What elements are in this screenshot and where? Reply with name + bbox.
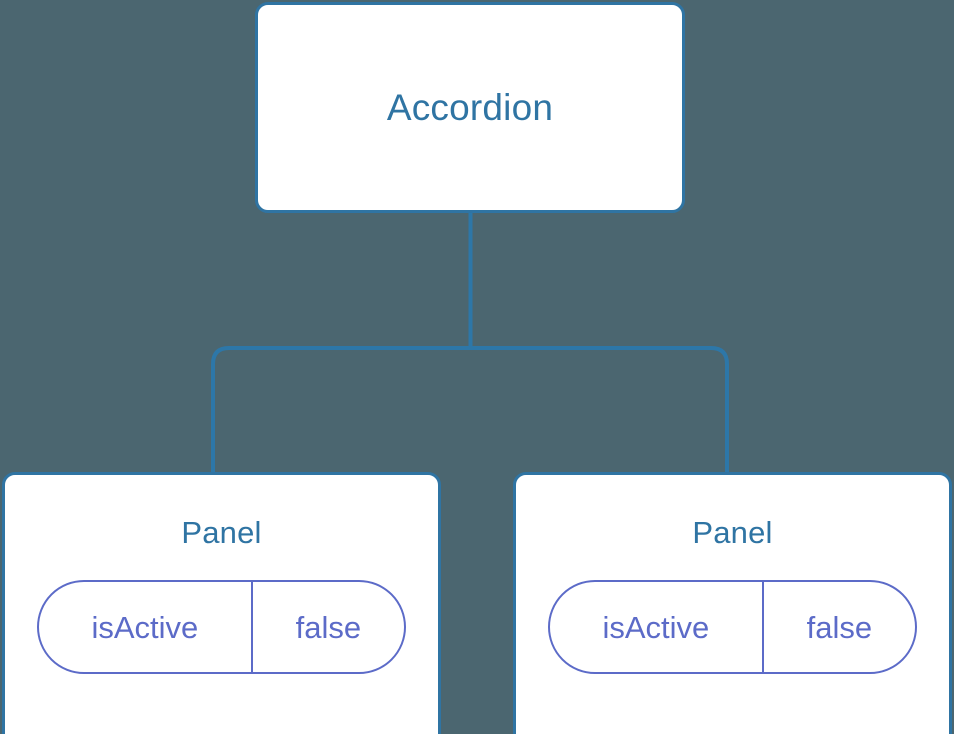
prop-pill-isactive-right[interactable]: isActive false <box>548 580 917 674</box>
node-panel-right-title: Panel <box>692 515 773 550</box>
prop-value-isactive-left: false <box>295 609 362 645</box>
connector-branch-right <box>470 346 729 474</box>
prop-key-isactive-left: isActive <box>39 582 253 672</box>
node-accordion-title: Accordion <box>386 87 554 128</box>
prop-key-isactive-right: isActive <box>550 582 764 672</box>
node-panel-left-title: Panel <box>181 515 262 550</box>
prop-pill-isactive-left[interactable]: isActive false <box>37 580 406 674</box>
connector-branch-left <box>211 346 471 474</box>
node-accordion[interactable]: Accordion <box>255 2 685 213</box>
node-panel-right[interactable]: Panel isActive false <box>513 472 952 734</box>
node-panel-left[interactable]: Panel isActive false <box>2 472 441 734</box>
prop-value-isactive-right: false <box>806 609 873 645</box>
